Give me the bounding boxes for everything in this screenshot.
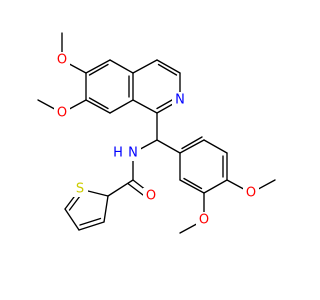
bond <box>88 63 109 76</box>
atom-o-methoxy-4: O <box>243 185 259 201</box>
atom-label: O <box>199 213 209 228</box>
atom-o-methoxy-7: O <box>54 105 70 121</box>
atom-label: S <box>76 182 84 197</box>
atom-label: O <box>57 53 67 68</box>
bond <box>179 179 205 194</box>
molecule-structure-diagram: O O N N H O S O <box>37 32 276 234</box>
atom-s-thiophene: S <box>72 181 88 197</box>
atom-label: N <box>128 146 138 161</box>
atom-o-methoxy-3: O <box>196 212 212 228</box>
bond <box>109 59 134 74</box>
atom-label: N <box>175 93 185 108</box>
bond <box>79 217 102 226</box>
bond <box>78 221 105 231</box>
bond <box>132 59 158 74</box>
bond <box>203 179 228 194</box>
bond <box>157 63 178 76</box>
atom-n-isoquinoline: N <box>172 92 188 108</box>
bond <box>64 208 80 231</box>
bond <box>109 99 134 114</box>
bond <box>88 97 109 110</box>
bond <box>181 136 203 150</box>
bond <box>103 195 109 223</box>
bond <box>85 99 111 114</box>
bond <box>132 99 158 114</box>
bond <box>203 139 228 154</box>
atom-label: O <box>57 106 67 121</box>
bond <box>156 59 181 74</box>
atom-labels: O O N N H O S O <box>54 52 259 228</box>
atom-label: O <box>146 189 156 204</box>
atom-label: H <box>113 146 123 161</box>
atom-o-methoxy-6: O <box>54 52 70 68</box>
atom-o-carbonyl: O <box>143 188 159 204</box>
bond <box>156 139 181 154</box>
atom-n-amide: N <box>125 145 141 161</box>
atom-h-amide: H <box>111 145 125 161</box>
bond <box>85 59 111 74</box>
bond-lines <box>37 32 276 234</box>
bond <box>107 179 134 197</box>
bond <box>179 139 205 154</box>
bond <box>183 177 203 190</box>
atom-label: O <box>246 186 256 201</box>
